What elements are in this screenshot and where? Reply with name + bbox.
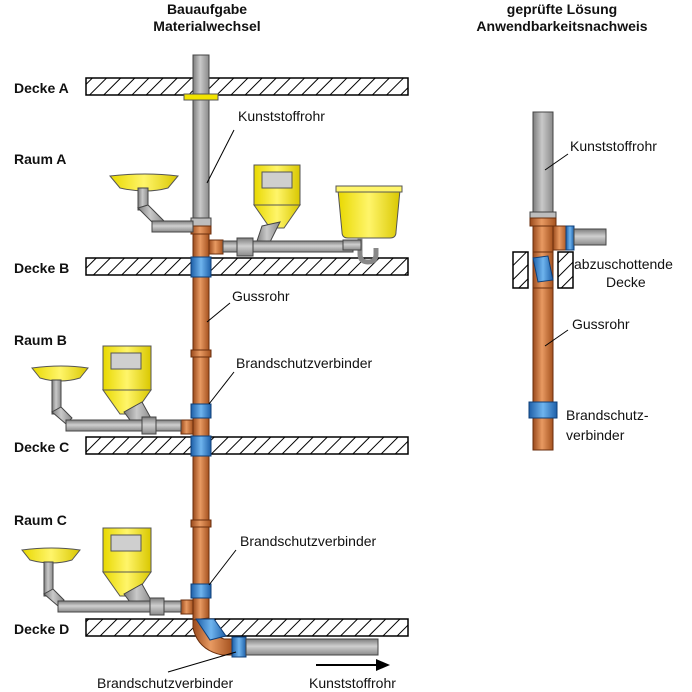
slab-decke-b (85, 257, 409, 276)
label-right-brandschutz-2: verbinder (566, 427, 625, 443)
pipe-collar-decke-a (183, 93, 219, 101)
slab-decke-d (85, 618, 409, 637)
label-brandschutz-b: Brandschutzverbinder (236, 355, 373, 371)
leader-brandschutz-bottom (167, 651, 237, 673)
branch-fitting-raum-b (141, 416, 157, 435)
tested-solution-assembly (512, 111, 607, 451)
label-decke-c: Decke C (14, 439, 69, 455)
label-decke-b: Decke B (14, 260, 69, 276)
tee-branch-d (180, 599, 194, 615)
label-decke-a: Decke A (14, 80, 69, 96)
toilet-raum-a (253, 164, 301, 247)
drain-pipe-raum-c (57, 600, 182, 613)
label-right-kunststoffrohr: Kunststoffrohr (570, 138, 657, 154)
label-brandschutz-bottom: Brandschutzverbinder (97, 675, 234, 691)
toilet-raum-c (102, 527, 153, 611)
label-raum-b: Raum B (14, 332, 67, 348)
label-right-abzuschottende-1: abzuschottende (574, 256, 673, 272)
arrow-right-icon (316, 659, 390, 671)
washbasin-raum-b (31, 365, 89, 425)
label-raum-c: Raum C (14, 512, 67, 528)
branch-fitting-raum-c (149, 597, 165, 616)
leader-brandschutz-b (208, 371, 235, 405)
slab-decke-c (85, 436, 409, 455)
label-kunststoffrohr-top: Kunststoffrohr (238, 108, 325, 124)
leader-right-kunststoffrohr (544, 153, 569, 171)
label-decke-d: Decke D (14, 621, 69, 637)
tee-branch-b (208, 239, 224, 255)
slab-decke-a (85, 77, 409, 96)
label-gussrohr: Gussrohr (232, 288, 290, 304)
branch-fitting-raum-a (236, 237, 254, 257)
left-title-line1: Bauaufgabe (167, 1, 247, 17)
right-title-line1: geprüfte Lösung (507, 1, 617, 17)
right-title-line2: Anwendbarkeitsnachweis (476, 18, 647, 34)
fire-connector-raum-c (190, 583, 212, 599)
fire-connector-raum-b (190, 403, 212, 419)
label-brandschutz-c: Brandschutzverbinder (240, 533, 377, 549)
leader-right-gussrohr (544, 329, 569, 347)
leader-gussrohr (206, 302, 231, 323)
label-kunststoffrohr-bottom: Kunststoffrohr (309, 675, 396, 691)
fire-connector-bottom (231, 636, 247, 658)
fire-sleeve-decke-b (190, 256, 212, 278)
label-raum-a: Raum A (14, 151, 66, 167)
label-right-brandschutz-1: Brandschutz- (566, 407, 649, 423)
toilet-raum-b (102, 345, 153, 429)
tee-branch-c (180, 419, 194, 435)
plastic-pipe-bottom (245, 638, 379, 656)
label-right-gussrohr: Gussrohr (572, 316, 630, 332)
leader-brandschutz-c (208, 549, 237, 586)
left-title-line2: Materialwechsel (153, 18, 260, 34)
washbasin-raum-a (109, 173, 194, 233)
sink-raum-a (335, 185, 403, 265)
drain-pipe-raum-b (65, 419, 182, 432)
fire-sleeve-decke-c (190, 435, 212, 457)
plastic-stack-upper (190, 54, 212, 228)
label-right-abzuschottende-2: Decke (606, 274, 646, 290)
fire-sleeve-decke-d (195, 618, 227, 641)
leader-kunststoffrohr-top (206, 129, 235, 184)
washbasin-raum-c (21, 547, 81, 607)
